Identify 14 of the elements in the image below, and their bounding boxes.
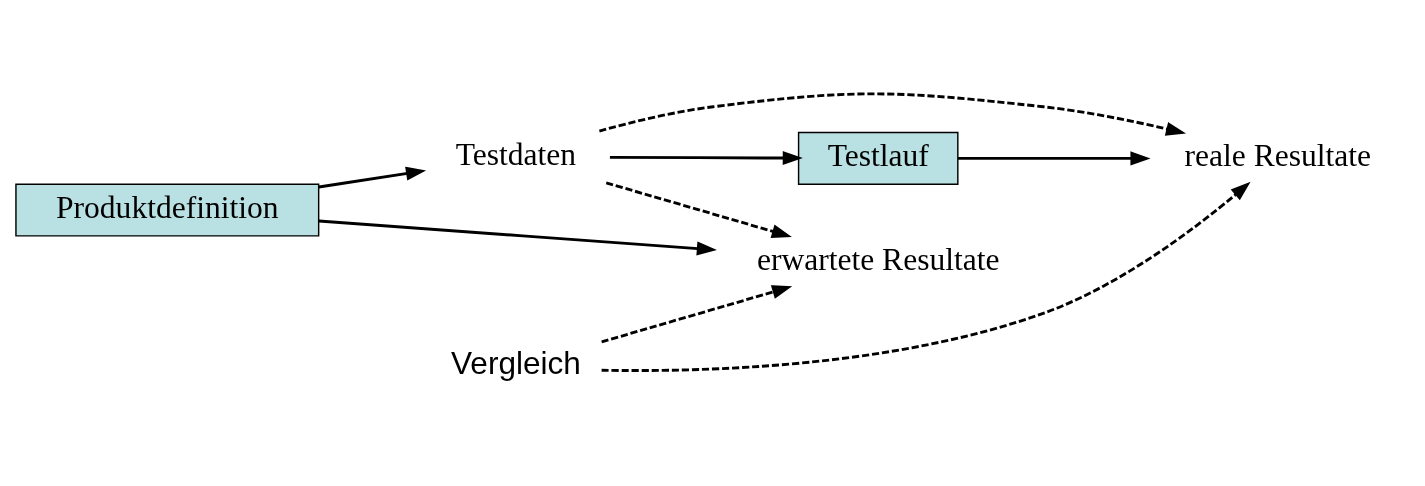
arrow — [318, 219, 717, 256]
node-text: reale Resultate — [1184, 138, 1372, 174]
arrow — [609, 151, 803, 166]
arrow — [599, 92, 1187, 136]
arrow — [601, 285, 793, 344]
arrow — [958, 151, 1151, 166]
node-box: Produktdefinition — [15, 183, 320, 237]
node-text: Vergleich — [451, 345, 581, 382]
arrow — [318, 166, 427, 189]
node-text: erwartete Resultate — [756, 241, 1000, 277]
node-text: Testdaten — [455, 137, 577, 172]
arrow — [605, 181, 792, 239]
arrow — [601, 181, 1251, 372]
node-box: Testlauf — [797, 131, 959, 185]
